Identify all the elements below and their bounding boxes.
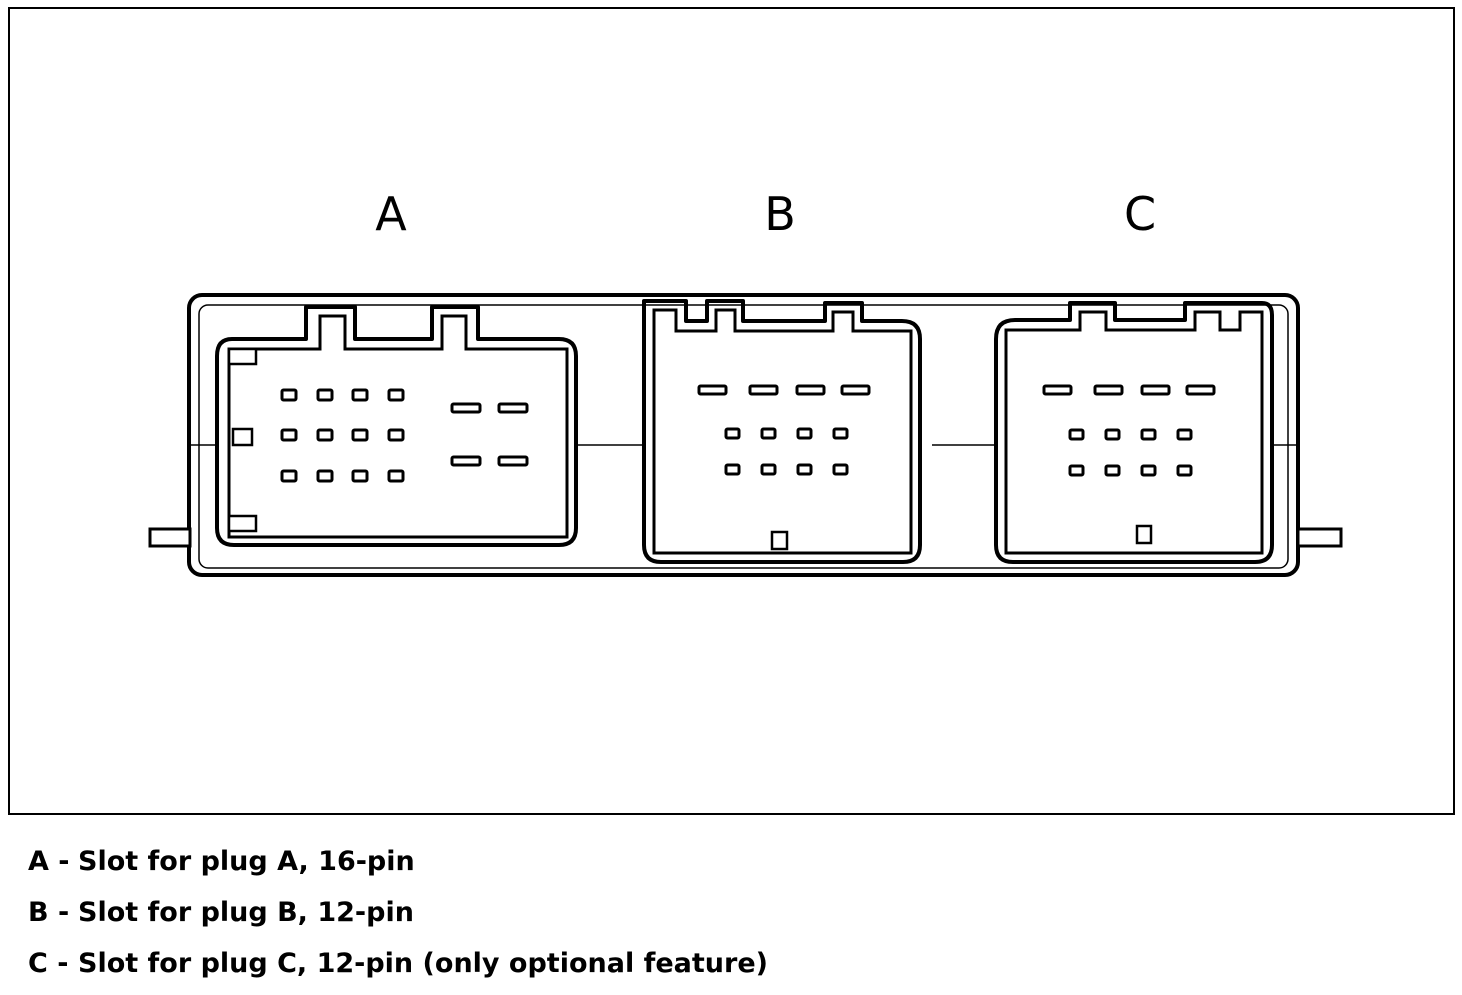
pin (497, 455, 529, 467)
legend-text: Slot for plug A, 16-pin (78, 846, 415, 877)
legend-text: Slot for plug C, 12-pin (only optional f… (78, 948, 768, 979)
mounting-tab-left (148, 527, 192, 548)
pin (497, 402, 529, 414)
slot-b-inner (652, 308, 913, 555)
slot-a-key-top (227, 347, 258, 366)
pin (387, 388, 405, 402)
pin (351, 388, 369, 402)
pin (1140, 384, 1171, 396)
pin (280, 388, 298, 402)
slot-c-inner (1004, 310, 1264, 555)
slot-b-key (770, 530, 789, 551)
pin (1068, 464, 1085, 477)
legend-item-a: A - Slot for plug A, 16-pin (28, 842, 768, 893)
housing-outer-outline (187, 293, 1300, 577)
slot-b-outer (642, 299, 922, 564)
slot-c (994, 301, 1274, 564)
pin (832, 427, 849, 440)
slot-label-c: C (1124, 187, 1156, 241)
legend-item-c: C - Slot for plug C, 12-pin (only optiona… (28, 944, 768, 995)
slot-a-pins (280, 388, 529, 483)
pin (697, 384, 728, 396)
legend-key: C - (28, 948, 69, 979)
pin (1093, 384, 1124, 396)
slot-a-inner (227, 314, 569, 539)
pin (724, 463, 741, 476)
pin (1042, 384, 1073, 396)
slot-label-a: A (375, 187, 407, 241)
legend-key: B - (28, 897, 70, 928)
pin (1176, 464, 1193, 477)
pin (796, 427, 813, 440)
pin (351, 469, 369, 483)
pin (1140, 464, 1157, 477)
mounting-tab-right (1296, 527, 1343, 548)
pin (1185, 384, 1216, 396)
pin (1176, 428, 1193, 441)
pin (387, 469, 405, 483)
pin (748, 384, 779, 396)
pin (387, 428, 405, 442)
slot-b (642, 299, 922, 564)
slot-a-key-middle (231, 427, 254, 447)
pin (1104, 464, 1121, 477)
pin (316, 469, 334, 483)
legend: A - Slot for plug A, 16-pin B - Slot for p… (28, 842, 768, 995)
pin (351, 428, 369, 442)
pin (316, 388, 334, 402)
legend-item-b: B - Slot for plug B, 12-pin (28, 893, 768, 944)
pin (760, 463, 777, 476)
pin (450, 402, 482, 414)
pin (724, 427, 741, 440)
pin (795, 384, 826, 396)
slot-c-key (1135, 524, 1153, 545)
slot-b-pins (697, 384, 871, 476)
housing-inner-outline (198, 304, 1289, 569)
slot-a-key-bottom (227, 514, 258, 533)
pin (796, 463, 813, 476)
slot-a-outer (215, 305, 578, 547)
diagram-frame (8, 7, 1455, 815)
slot-label-b: B (764, 187, 796, 241)
pin (450, 455, 482, 467)
pin (832, 463, 849, 476)
slot-c-pins (1042, 384, 1216, 477)
pin (760, 427, 777, 440)
pin (1104, 428, 1121, 441)
legend-key: A - (28, 846, 70, 877)
pin (1140, 428, 1157, 441)
slot-a (215, 305, 578, 547)
pin (1068, 428, 1085, 441)
pin (316, 428, 334, 442)
control-unit-housing (148, 293, 1343, 577)
pin (280, 469, 298, 483)
legend-text: Slot for plug B, 12-pin (78, 897, 414, 928)
pin (280, 428, 298, 442)
slot-c-outer (994, 301, 1274, 564)
pin (840, 384, 871, 396)
